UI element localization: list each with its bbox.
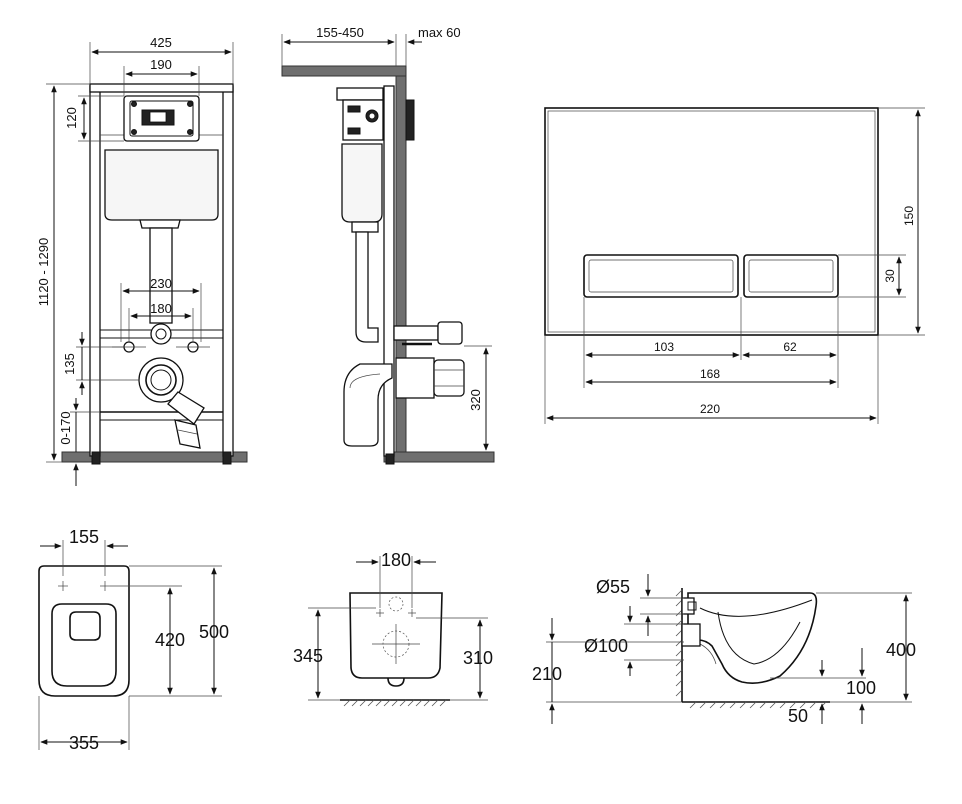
plate-width-label: 190 <box>150 57 172 72</box>
floor-hatch-back <box>343 699 447 707</box>
wall-top-slab <box>281 65 407 77</box>
back-left-height-label: 345 <box>293 646 323 666</box>
outlet-offset-label: 135 <box>62 353 77 375</box>
flush-plate-edge <box>405 99 415 141</box>
bowl-top-outline <box>38 565 130 697</box>
frame-post-side <box>383 85 395 457</box>
cistern-tank <box>104 149 219 221</box>
bowl-side-outline <box>687 592 818 684</box>
waste-bend <box>343 363 393 447</box>
frame-top-bar <box>89 83 234 93</box>
wall-section <box>395 75 407 463</box>
bowl-length-label: 500 <box>199 622 229 642</box>
bowl-top-view: 155 420 500 355 <box>38 527 229 753</box>
inner-length-label: 420 <box>155 630 185 650</box>
wall-gap-label: 155-450 <box>316 25 364 40</box>
plate-width-label-2: 220 <box>700 402 720 416</box>
button-height-label: 30 <box>883 269 897 283</box>
flush-pipe-side <box>355 231 379 343</box>
inlet-diameter-label: Ø55 <box>596 577 630 597</box>
flush-plate-outline <box>544 107 879 336</box>
floor-slab <box>61 451 248 463</box>
bowl-height-label: 400 <box>886 640 916 660</box>
bowl-back-outline <box>349 592 443 679</box>
left-button-width-label: 103 <box>654 340 674 354</box>
back-right-height-label: 310 <box>463 648 493 668</box>
rim-clearance-label: 100 <box>846 678 876 698</box>
outlet-sleeve <box>395 357 435 399</box>
frame-front-view: 425 190 1120 - 1290 120 230 180 135 <box>36 35 248 486</box>
back-holes-label: 180 <box>381 550 411 570</box>
floor-slab-side <box>383 451 495 463</box>
bowl-side-view: Ø55 Ø100 210 400 100 50 <box>532 574 916 726</box>
outlet-height-label: 320 <box>468 389 483 411</box>
flush-pipe <box>149 227 173 324</box>
wall-hatch-side <box>675 589 683 697</box>
frame-height-label: 1120 - 1290 <box>36 238 51 306</box>
outlet-diameter-label: Ø100 <box>584 636 628 656</box>
flush-plate-view: 150 30 103 62 168 220 <box>544 107 925 424</box>
plate-height-label: 150 <box>902 206 916 226</box>
max-depth-label: max 60 <box>418 25 461 40</box>
cistern-side <box>341 143 383 223</box>
frame-right-foot <box>222 451 232 465</box>
frame-right-rail <box>222 85 234 457</box>
flush-button-small <box>743 254 839 298</box>
bowl-width-label: 355 <box>69 733 99 753</box>
frame-left-foot <box>91 451 101 465</box>
bowl-top-basin <box>51 603 117 687</box>
floor-gap-label: 50 <box>788 706 808 726</box>
outlet-height-label-2: 210 <box>532 664 562 684</box>
top-offset-label: 120 <box>64 107 79 129</box>
feet-range-label: 0-170 <box>58 411 73 444</box>
holes-spacing-label: 155 <box>69 527 99 547</box>
right-button-width-label: 62 <box>783 340 797 354</box>
frame-width-label: 425 <box>150 35 172 50</box>
buttons-total-label: 168 <box>700 367 720 381</box>
frame-side-view: 155-450 max 60 320 <box>281 25 495 465</box>
water-connector <box>393 325 439 341</box>
studs-inner-label: 180 <box>150 301 172 316</box>
flush-button-large <box>583 254 739 298</box>
studs-outer-label: 230 <box>150 276 172 291</box>
outlet-spigot <box>681 623 701 647</box>
bowl-back-view: 180 345 310 <box>293 550 493 707</box>
frame-left-rail <box>89 85 101 457</box>
